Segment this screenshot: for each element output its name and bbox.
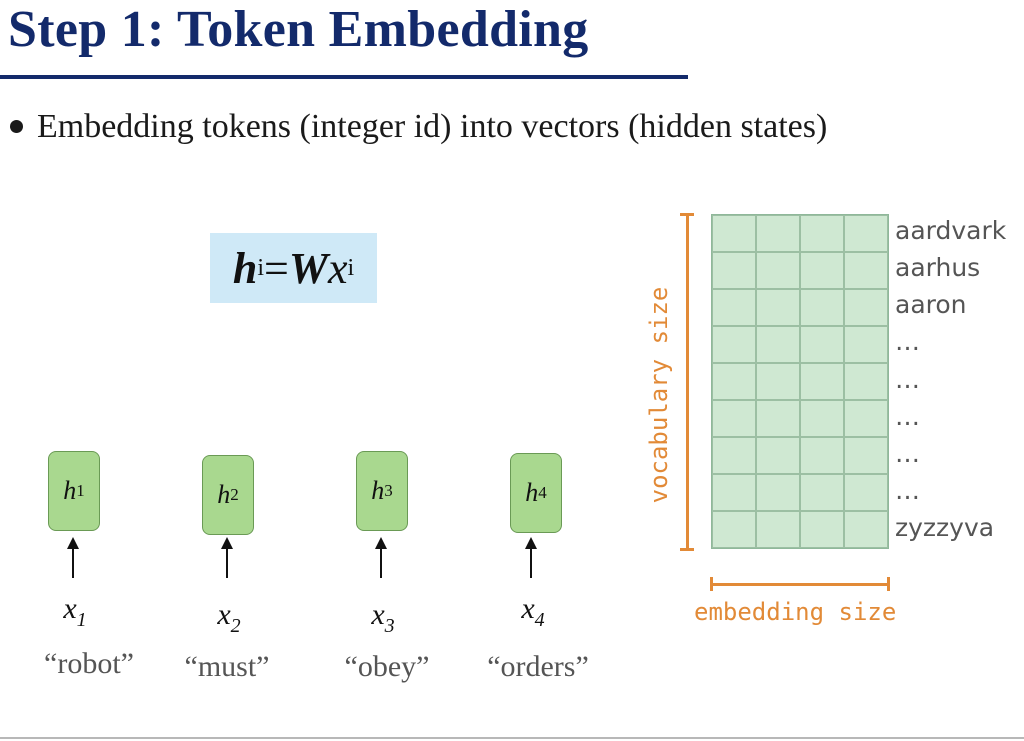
vocabulary-word: …: [895, 401, 920, 431]
vocabulary-word: aardvark: [895, 215, 1007, 245]
embedding-cell: [756, 400, 800, 437]
title-underline: [0, 75, 688, 79]
vocabulary-word: aaron: [895, 290, 967, 320]
embedding-cell: [844, 326, 888, 363]
embedding-arrow: [72, 548, 74, 578]
embedding-cell: [756, 437, 800, 474]
embedding-bracket-cap-left: [710, 577, 713, 591]
vocabulary-bracket-cap-top: [680, 213, 694, 216]
vocabulary-word: …: [895, 364, 920, 394]
formula-var: x: [327, 243, 348, 293]
embedding-cell: [800, 437, 844, 474]
embedding-cell: [844, 474, 888, 511]
embedding-cell: [844, 511, 888, 548]
token-word: “robot”: [44, 647, 134, 680]
embedding-cell: [712, 326, 756, 363]
embedding-matrix: [711, 214, 889, 549]
vocabulary-word: …: [895, 476, 920, 506]
embedding-cell: [756, 363, 800, 400]
embedding-arrow: [380, 548, 382, 578]
vocabulary-size-label: vocabulary size: [645, 286, 673, 504]
embedding-cell: [712, 252, 756, 289]
embedding-size-bracket: [711, 583, 889, 586]
embedding-cell: [800, 252, 844, 289]
arrowhead-icon: [375, 537, 387, 549]
token-id-label: x1: [63, 592, 87, 631]
embedding-cell: [844, 215, 888, 252]
embedding-arrow: [226, 548, 228, 578]
embedding-cell: [756, 474, 800, 511]
formula-var-sub: i: [347, 254, 355, 281]
embedding-bracket-cap-right: [887, 577, 890, 591]
embedding-cell: [800, 289, 844, 326]
arrowhead-icon: [525, 537, 537, 549]
bullet-text: Embedding tokens (integer id) into vecto…: [37, 108, 828, 145]
embedding-cell: [800, 474, 844, 511]
vocabulary-word: aarhus: [895, 252, 981, 282]
token-id-label: x2: [217, 598, 241, 637]
token-word: “orders”: [487, 650, 589, 683]
vocabulary-word: …: [895, 327, 920, 357]
hidden-state-index: 3: [384, 481, 393, 500]
hidden-state-symbol: h: [63, 476, 77, 505]
token-id-label: x4: [521, 592, 545, 631]
footer-rule: [0, 737, 1024, 739]
embedding-cell: [756, 511, 800, 548]
formula-matrix: W: [288, 243, 328, 293]
embedding-size-label: embedding size: [694, 598, 897, 626]
slide-title: Step 1: Token Embedding: [8, 1, 589, 58]
embedding-arrow: [530, 548, 532, 578]
token-id-label: x3: [371, 598, 395, 637]
embedding-cell: [712, 474, 756, 511]
embedding-cell: [844, 437, 888, 474]
embedding-cell: [800, 363, 844, 400]
embedding-cell: [712, 511, 756, 548]
bullet-point: Embedding tokens (integer id) into vecto…: [10, 108, 827, 146]
formula-lhs: h: [232, 243, 258, 293]
embedding-cell: [712, 215, 756, 252]
embedding-cell: [844, 289, 888, 326]
token-word: “must”: [184, 650, 270, 683]
embedding-cell: [712, 437, 756, 474]
hidden-state-index: 1: [76, 481, 85, 500]
formula-equals: =: [264, 243, 289, 293]
vocabulary-bracket-cap-bottom: [680, 548, 694, 551]
embedding-cell: [756, 289, 800, 326]
vocabulary-word: zyzzyva: [895, 513, 995, 543]
embedding-cell: [756, 252, 800, 289]
embedding-cell: [844, 400, 888, 437]
embedding-cell: [756, 326, 800, 363]
hidden-state-symbol: h: [525, 478, 539, 507]
token-word: “obey”: [344, 650, 430, 683]
hidden-state-index: 2: [230, 485, 239, 504]
formula-lhs-sub: i: [257, 254, 264, 281]
embedding-cell: [712, 289, 756, 326]
hidden-state-index: 4: [538, 483, 547, 502]
embedding-cell: [800, 511, 844, 548]
hidden-state-symbol: h: [217, 480, 231, 509]
arrowhead-icon: [221, 537, 233, 549]
embedding-cell: [844, 252, 888, 289]
embedding-cell: [844, 363, 888, 400]
vocabulary-size-bracket: [686, 213, 689, 550]
hidden-state-symbol: h: [371, 476, 385, 505]
embedding-cell: [800, 215, 844, 252]
embedding-cell: [712, 400, 756, 437]
embedding-cell: [756, 215, 800, 252]
embedding-cell: [800, 400, 844, 437]
vocabulary-word: …: [895, 438, 920, 468]
bullet-icon: [10, 119, 23, 133]
embedding-cell: [800, 326, 844, 363]
arrowhead-icon: [67, 537, 79, 549]
embedding-cell: [712, 363, 756, 400]
